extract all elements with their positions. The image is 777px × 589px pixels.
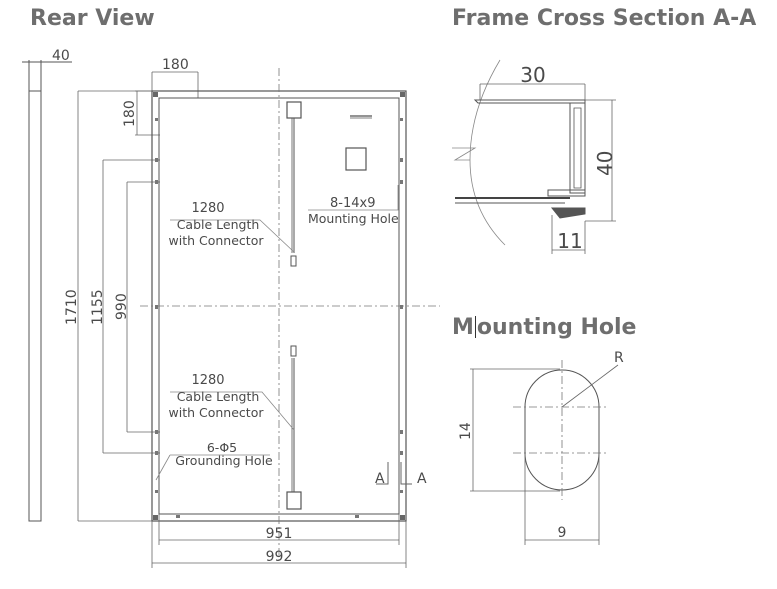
- width-dimensions: [151, 514, 407, 568]
- mounting-hole-leader: [308, 185, 399, 211]
- lower-cable-label-2: with Connector: [169, 405, 265, 420]
- lower-cable-leader: [170, 391, 295, 431]
- upper-cable-label-1: Cable Length: [177, 217, 260, 232]
- section-height-label: 40: [593, 151, 617, 176]
- section-width-label: 30: [520, 63, 545, 87]
- rear-view-title: Rear View: [30, 6, 155, 31]
- corner-y-label: 180: [122, 100, 138, 127]
- upper-connector: [290, 255, 297, 267]
- section-flange-label: 11: [557, 229, 582, 253]
- mounting-hole-title-initial: M: [452, 315, 474, 340]
- outer-width-label: 992: [266, 549, 293, 565]
- grounding-count: 6-Φ5: [207, 440, 237, 455]
- upper-cable-label-2: with Connector: [169, 233, 265, 248]
- mounting-hole-size: 8-14x9: [330, 196, 375, 211]
- mounting-hole-ref: Mounting Hole: [308, 211, 399, 226]
- upper-junction: [286, 101, 302, 267]
- text-cursor: [474, 316, 476, 338]
- lower-junction: [286, 345, 302, 510]
- section-marker-right: [400, 462, 412, 485]
- section-marker-left: [376, 462, 389, 485]
- frame-bottom-flange: [547, 189, 586, 197]
- section-label-left: A: [375, 471, 385, 487]
- frame-lip: [550, 207, 586, 219]
- hole-spacing-outer: [102, 159, 160, 454]
- inner-span-label: 990: [114, 293, 130, 320]
- frame-web-outer: [569, 102, 586, 194]
- depth-dim-label: 40: [52, 48, 70, 64]
- radius-leader: [561, 364, 619, 408]
- lower-junction-box: [286, 491, 302, 510]
- side-profile: [22, 60, 72, 522]
- center-lines: [140, 68, 440, 560]
- inner-width-label: 951: [266, 526, 293, 542]
- lower-connector: [290, 345, 297, 357]
- frame-detail-marks: [176, 515, 359, 518]
- hole-height-label: 14: [458, 422, 474, 440]
- radius-label: R: [614, 350, 624, 366]
- leader-lines: [155, 185, 399, 481]
- frame-corner-marks: [153, 92, 405, 520]
- grounding-label: Grounding Hole: [175, 453, 273, 468]
- grounding-leader-tip: [155, 454, 171, 481]
- section-break-arc: [469, 59, 506, 246]
- cross-section-drawing: [452, 59, 616, 254]
- frame-side-holes: [155, 118, 403, 493]
- mounting-hole-drawing: [470, 360, 619, 545]
- corner-x-label: 180: [162, 57, 189, 73]
- cross-section-title: Frame Cross Section A-A: [452, 6, 757, 31]
- side-profile-bar: [28, 90, 42, 522]
- frame-web-inner: [573, 107, 582, 189]
- upper-junction-box: [286, 101, 302, 119]
- corner-dims: [135, 71, 199, 136]
- lower-cable-label-1: Cable Length: [177, 389, 260, 404]
- section-marker: [376, 462, 412, 485]
- hole-spacing-inner: [126, 181, 160, 433]
- upper-cable-length: 1280: [191, 201, 224, 216]
- section-label-right: A: [417, 471, 427, 487]
- mounting-hole-title-rest: ounting Hole: [476, 315, 637, 340]
- lower-cable-length: 1280: [191, 373, 224, 388]
- outer-span-label: 1155: [90, 289, 106, 325]
- frame-top-flange: [473, 99, 586, 104]
- hole-width-label: 9: [558, 525, 567, 541]
- height-dim-label: 1710: [64, 289, 80, 325]
- section-break-zigzag: [452, 147, 477, 161]
- nameplate: [345, 115, 372, 171]
- nameplate-box: [345, 147, 367, 171]
- upper-cable-leader: [170, 219, 295, 253]
